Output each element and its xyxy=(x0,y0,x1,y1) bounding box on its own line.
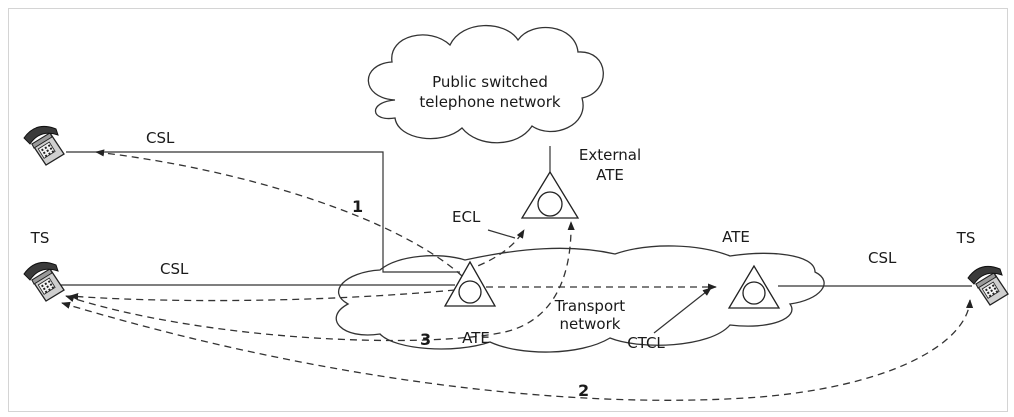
csl-right-label: CSL xyxy=(868,249,897,267)
ts-left-label: TS xyxy=(30,229,50,247)
transport-label-line2: network xyxy=(560,315,621,333)
ctcl-pointer xyxy=(653,287,712,334)
right-ate-node xyxy=(727,264,781,309)
right-ate-label: ATE xyxy=(722,228,750,246)
external-ate-label-line1: External xyxy=(579,146,641,164)
ctcl-label: CTCL xyxy=(627,334,665,352)
diagram-frame xyxy=(8,8,1008,412)
csl-left-label: CSL xyxy=(160,260,189,278)
ts-right-label: TS xyxy=(956,229,976,247)
center-ate-node xyxy=(443,260,497,307)
telephone-icon-left xyxy=(23,261,65,302)
csl-top-label: CSL xyxy=(146,129,175,147)
external-ate-node xyxy=(520,170,580,219)
path-1-label: 1 xyxy=(352,197,363,216)
telephone-icon-top-left xyxy=(23,125,65,166)
center-ate-label: ATE xyxy=(462,329,490,347)
pstn-label-line1: Public switched xyxy=(432,73,548,91)
ecl-pointer xyxy=(487,229,516,239)
pstn-label-line2: telephone network xyxy=(419,93,560,111)
pstn-cloud xyxy=(367,24,604,144)
path-2-label: 2 xyxy=(578,381,589,400)
path-3-label: 3 xyxy=(420,330,431,349)
path-3-arrow xyxy=(65,221,575,342)
transport-label-line1: Transport xyxy=(554,297,626,315)
telephone-icon-right xyxy=(967,265,1009,306)
csl-top-line xyxy=(66,151,460,273)
ecl-label: ECL xyxy=(452,208,481,226)
external-ate-label-line2: ATE xyxy=(596,166,624,184)
path-2-arrow xyxy=(61,299,974,401)
path-1-arrow xyxy=(95,149,463,277)
